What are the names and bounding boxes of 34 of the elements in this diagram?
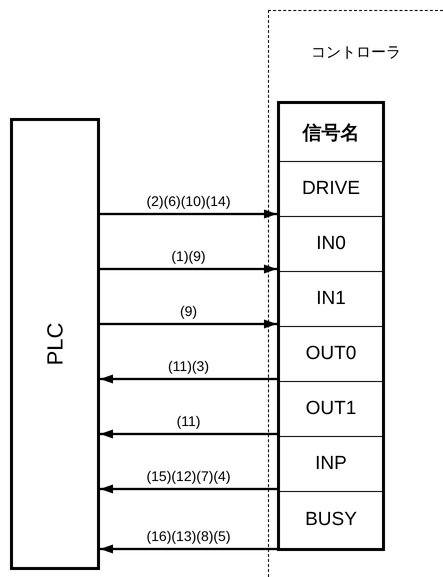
signal-cell xyxy=(277,161,385,216)
region-title: コントローラ xyxy=(310,43,402,62)
device-label: PLC xyxy=(42,322,68,366)
column-header: 信号名 xyxy=(302,122,360,146)
plc-box xyxy=(10,118,100,570)
signal-cell xyxy=(277,491,385,551)
signal-name: IN1 xyxy=(316,288,346,310)
signal-cell xyxy=(277,216,385,271)
signal-name: OUT0 xyxy=(306,343,356,365)
arrow xyxy=(100,429,277,439)
arrow xyxy=(100,319,277,329)
signal-name: IN0 xyxy=(316,233,346,255)
signal-name: OUT1 xyxy=(306,398,356,420)
signal-name: BUSY xyxy=(305,509,357,531)
controller-region xyxy=(268,10,443,577)
arrow xyxy=(100,484,277,494)
arrow xyxy=(100,209,277,219)
arrow xyxy=(100,544,277,554)
signal-cell xyxy=(277,271,385,326)
edge-label: (2)(6)(10)(14) xyxy=(145,193,232,209)
arrow xyxy=(100,374,277,384)
signal-cell xyxy=(277,436,385,491)
arrow xyxy=(100,264,277,274)
edge-label: (11)(3) xyxy=(167,358,210,374)
edge-label: (15)(12)(7)(4) xyxy=(145,468,232,484)
edge-label: (9) xyxy=(178,303,198,319)
table-header-cell xyxy=(277,101,385,161)
edge-label: (11) xyxy=(176,413,202,429)
signal-name: INP xyxy=(315,453,347,475)
edge-label: (16)(13)(8)(5) xyxy=(145,528,232,544)
signal-cell xyxy=(277,381,385,436)
edge-label: (1)(9) xyxy=(170,248,207,264)
signal-cell xyxy=(277,326,385,381)
signal-name: DRIVE xyxy=(302,178,360,200)
